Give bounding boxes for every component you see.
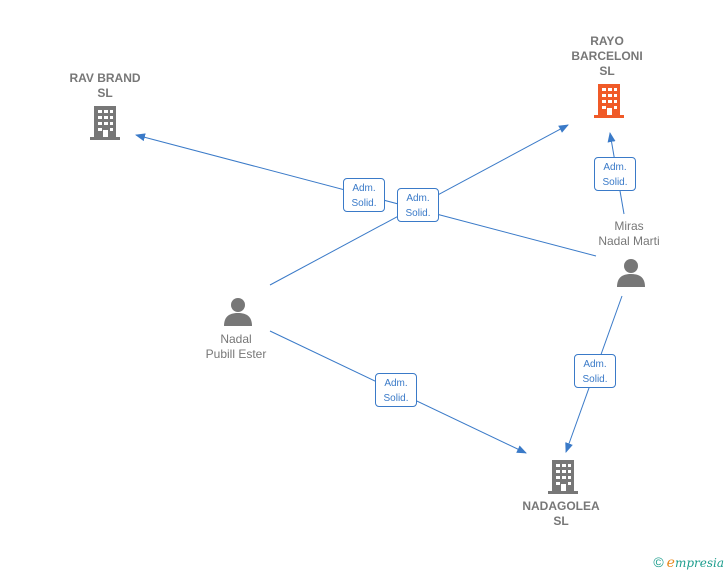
edge-label-line2: Solid. xyxy=(582,374,608,385)
edge-label-line2: Solid. xyxy=(602,177,628,188)
edge-label-line2: Solid. xyxy=(383,393,409,404)
building-icon[interactable] xyxy=(548,460,578,494)
company-label-rav-brand[interactable]: RAV BRAND SL xyxy=(69,71,141,100)
edge-label-line1: Adm. xyxy=(352,183,376,194)
edge-label-adm-solid[interactable]: Adm. Solid. xyxy=(594,157,636,191)
edge-label-adm-solid[interactable]: Adm. Solid. xyxy=(343,178,385,212)
edge-label-adm-solid[interactable]: Adm. Solid. xyxy=(574,354,616,388)
edge-label-line2: Solid. xyxy=(405,208,431,219)
building-icon-highlight[interactable] xyxy=(594,84,624,118)
building-icon[interactable] xyxy=(90,106,120,140)
person-label-miras-nadal-marti[interactable]: Miras Nadal Marti xyxy=(598,219,660,248)
brand-name: mpresia xyxy=(674,556,724,570)
brand-initial: e xyxy=(666,555,675,571)
edge-label-line1: Adm. xyxy=(583,359,607,370)
edge-label-adm-solid[interactable]: Adm. Solid. xyxy=(375,373,417,407)
company-label-rayo-barceloni[interactable]: RAYO BARCELONI SL xyxy=(571,34,643,78)
person-label-nadal-pubill-ester[interactable]: Nadal Pubill Ester xyxy=(205,332,267,361)
company-label-nadagolea[interactable]: NADAGOLEA SL xyxy=(522,499,600,528)
edge-label-line1: Adm. xyxy=(384,378,408,389)
copyright-symbol: © xyxy=(653,554,664,570)
edge-label-line1: Adm. xyxy=(603,162,627,173)
edge-label-line2: Solid. xyxy=(351,198,377,209)
person-icon[interactable] xyxy=(617,259,645,287)
person-icon[interactable] xyxy=(224,298,252,326)
edge-label-line1: Adm. xyxy=(406,193,430,204)
empresia-logo[interactable]: ©empresia xyxy=(653,554,724,571)
edge-label-adm-solid[interactable]: Adm. Solid. xyxy=(397,188,439,222)
